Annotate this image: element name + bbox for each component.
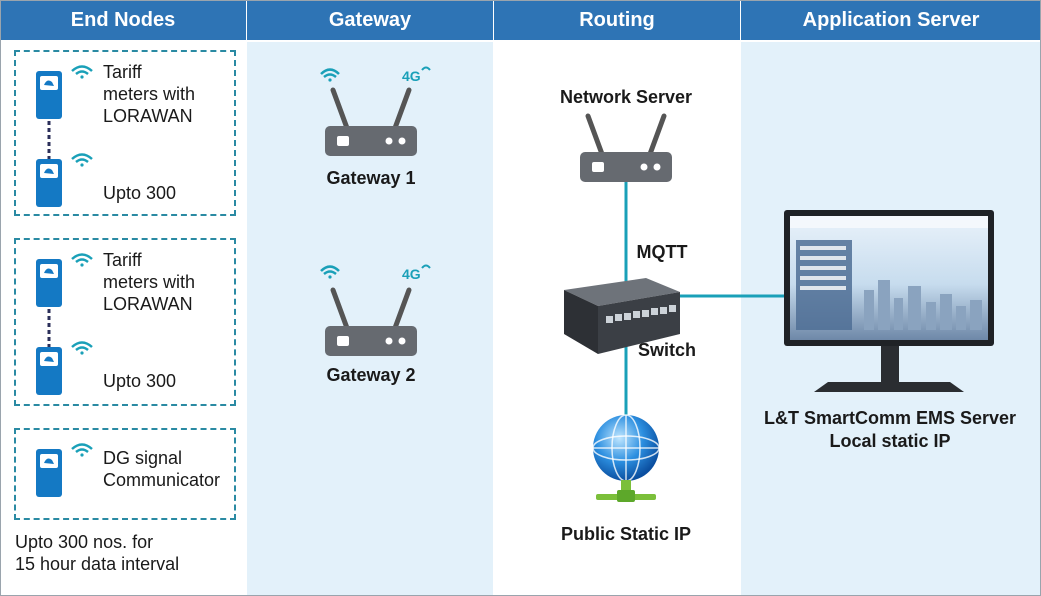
gateway-1-label: Gateway 1 bbox=[326, 168, 416, 188]
end-node-group-1-count: Upto 300 bbox=[103, 183, 177, 203]
4g-signal-icon bbox=[421, 264, 431, 269]
wifi-icon bbox=[71, 443, 93, 457]
network-server-label: Network Server bbox=[559, 87, 693, 107]
app-server-label: L&T SmartComm EMS Server Local static IP bbox=[763, 408, 1017, 451]
server-monitor-icon bbox=[784, 210, 994, 392]
4g-signal-icon bbox=[421, 66, 431, 71]
end-node-group-3-label: DG signal Communicator bbox=[103, 448, 221, 490]
wifi-icon bbox=[71, 153, 93, 167]
meter-icon bbox=[36, 347, 62, 395]
globe-icon bbox=[592, 414, 660, 502]
gateway-2-network-badge: 4G bbox=[402, 266, 421, 282]
wifi-icon bbox=[71, 341, 93, 355]
meter-icon bbox=[36, 159, 62, 207]
mqtt-label: MQTT bbox=[636, 242, 688, 262]
switch-label: Switch bbox=[637, 340, 696, 360]
router-icon bbox=[325, 287, 417, 356]
gateway-header: Gateway bbox=[247, 0, 493, 40]
wifi-icon bbox=[320, 265, 340, 279]
public-ip-label: Public Static IP bbox=[560, 524, 692, 544]
gateway-1-network-badge: 4G bbox=[402, 68, 421, 84]
end-nodes-header: End Nodes bbox=[0, 0, 246, 40]
end-node-group-2-count: Upto 300 bbox=[103, 371, 177, 391]
gateway-2-label: Gateway 2 bbox=[326, 365, 416, 385]
wifi-icon bbox=[320, 68, 340, 82]
wifi-icon bbox=[71, 65, 93, 79]
end-node-group-2-label: Tariff meters with LORAWAN bbox=[103, 250, 196, 314]
meter-icon bbox=[36, 71, 62, 119]
wifi-icon bbox=[71, 253, 93, 267]
end-node-group-1-label: Tariff meters with LORAWAN bbox=[103, 62, 196, 126]
routing-header: Routing bbox=[494, 0, 740, 40]
end-nodes-footnote: Upto 300 nos. for 15 hour data interval bbox=[15, 532, 180, 574]
meter-icon bbox=[36, 449, 62, 497]
network-server-icon bbox=[580, 113, 672, 182]
meter-icon bbox=[36, 259, 62, 307]
switch-icon bbox=[564, 278, 680, 354]
router-icon bbox=[325, 87, 417, 156]
application-server-header: Application Server bbox=[741, 0, 1041, 40]
